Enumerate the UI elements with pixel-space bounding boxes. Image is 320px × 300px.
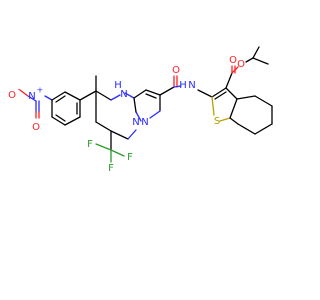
label-f2: F	[87, 139, 93, 150]
label-ring-n1: N	[132, 117, 139, 128]
label-amine-n: N	[120, 89, 127, 100]
pyrimidine-ring	[79, 75, 137, 140]
molecule-canvas: O - N + O H N N N H N O O O S F F F	[8, 46, 273, 174]
label-amine-h: H	[114, 80, 122, 91]
label-plus-sign: +	[37, 86, 44, 95]
label-amide-h: H	[179, 80, 187, 91]
cyclohexene-ring	[229, 95, 273, 135]
label-ring-n2: N	[141, 117, 148, 128]
phenyl-ring	[51, 91, 81, 126]
amide-group	[159, 75, 182, 96]
label-amide-o: O	[172, 65, 180, 76]
label-f3: F	[127, 152, 133, 163]
label-nitro-o-minus: O	[8, 90, 16, 101]
trifluoromethyl-group	[95, 130, 125, 163]
label-ester-o-carbonyl: O	[229, 55, 237, 66]
pyrazole-ring	[124, 89, 161, 122]
atom-labels: O - N + O H N N N H N O O O S F F F	[8, 55, 245, 174]
label-minus-sign: -	[18, 85, 21, 94]
label-nitro-o: O	[32, 122, 40, 133]
label-nitro-n: N	[28, 91, 35, 102]
label-f1: F	[108, 163, 114, 174]
label-thiophene-s: S	[214, 116, 220, 127]
nitro-group	[19, 89, 53, 119]
label-ester-o: O	[237, 59, 245, 70]
ester-group	[225, 46, 269, 89]
thiophene-ring	[197, 87, 238, 122]
molecule-structure: O - N + O H N N N H N O O O S F F F	[8, 46, 273, 174]
label-amide-n: N	[188, 80, 195, 91]
